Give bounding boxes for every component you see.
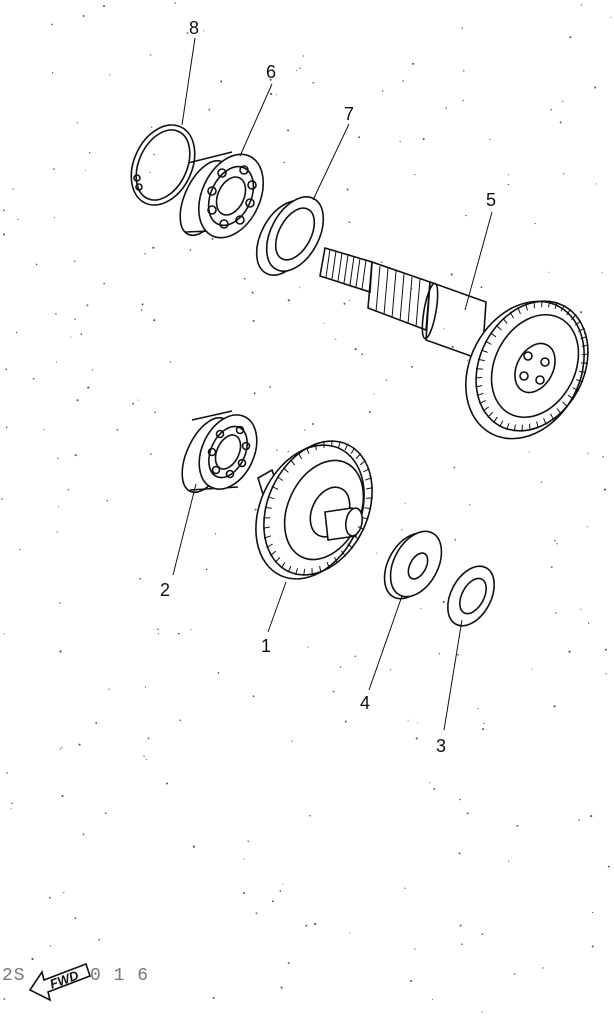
callout-5: 5 bbox=[486, 190, 496, 210]
bearing-part-2 bbox=[181, 410, 258, 494]
leader-lines bbox=[172, 37, 493, 731]
callout-8: 8 bbox=[189, 18, 199, 38]
callout-2: 2 bbox=[160, 580, 170, 600]
gear-part-1 bbox=[255, 440, 374, 580]
fwd-marker: 2S FWD 0 1 6 bbox=[2, 962, 149, 1002]
fwd-label: FWD bbox=[48, 967, 82, 991]
callout-numbers: 8 6 7 5 2 1 4 3 bbox=[160, 18, 496, 756]
diagram-code-right: 0 1 6 bbox=[90, 966, 149, 986]
shaft-gear-part-5 bbox=[319, 246, 589, 440]
callout-1: 1 bbox=[261, 636, 271, 656]
callout-7: 7 bbox=[344, 104, 354, 124]
bearing-part-6 bbox=[179, 151, 264, 239]
callout-6: 6 bbox=[266, 62, 276, 82]
washer-part-4 bbox=[383, 530, 443, 600]
diagram-code-left: 2S bbox=[2, 966, 26, 986]
callout-4: 4 bbox=[360, 693, 370, 713]
callout-3: 3 bbox=[436, 736, 446, 756]
fwd-arrow-icon bbox=[28, 962, 92, 1002]
washer-part-3 bbox=[447, 565, 495, 627]
oil-seal-part-7 bbox=[255, 196, 325, 276]
circlip-part-8 bbox=[130, 124, 196, 206]
